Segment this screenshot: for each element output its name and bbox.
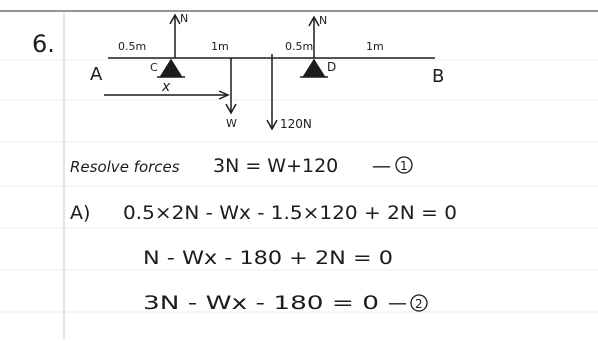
label-reaction-right: N xyxy=(319,14,327,27)
label-dist-c-mid: 1m xyxy=(211,40,229,53)
support-c-icon xyxy=(157,58,185,78)
equation-2-dash: — xyxy=(388,292,407,314)
load-120-arrow-icon xyxy=(266,62,278,131)
label-reaction-left: N xyxy=(180,12,188,25)
ruled-lines xyxy=(0,59,598,313)
reaction-arrow-right-icon xyxy=(308,15,320,58)
label-dist-mid-d: 0.5m xyxy=(285,40,313,53)
equation-2: 3N - Wx - 180 = 0 xyxy=(143,292,379,314)
equation-2-tag: 2 xyxy=(410,294,428,312)
label-dist-d-b: 1m xyxy=(366,40,384,53)
equation-1-tag: 1 xyxy=(395,156,413,174)
label-point-a: A xyxy=(90,64,103,85)
label-point-b: B xyxy=(432,66,444,87)
beam-diagram xyxy=(104,13,435,131)
resolve-label: Resolve forces xyxy=(70,158,180,176)
label-load-120: 120N xyxy=(280,117,312,131)
problem-number: 6. xyxy=(32,30,55,58)
distance-x-arrow-icon xyxy=(104,90,230,100)
label-support-d: D xyxy=(327,60,336,74)
svg-text:2: 2 xyxy=(415,297,423,311)
label-support-c: C xyxy=(150,61,158,74)
label-dist-a-c: 0.5m xyxy=(118,40,146,53)
reaction-arrow-left-icon xyxy=(169,13,181,58)
label-load-w: W xyxy=(226,117,237,130)
label-dist-x: x xyxy=(161,79,171,95)
support-d-icon xyxy=(300,58,328,78)
equation-1-dash: — xyxy=(372,155,391,177)
equation-moment: 0.5×2N - Wx - 1.5×120 + 2N = 0 xyxy=(123,202,457,224)
svg-text:1: 1 xyxy=(400,159,408,173)
moment-label: A) xyxy=(70,202,90,224)
load-w-arrow-icon xyxy=(225,58,237,115)
equation-1: 3N = W+120 xyxy=(213,155,338,177)
equation-simplified: N - Wx - 180 + 2N = 0 xyxy=(143,247,393,269)
